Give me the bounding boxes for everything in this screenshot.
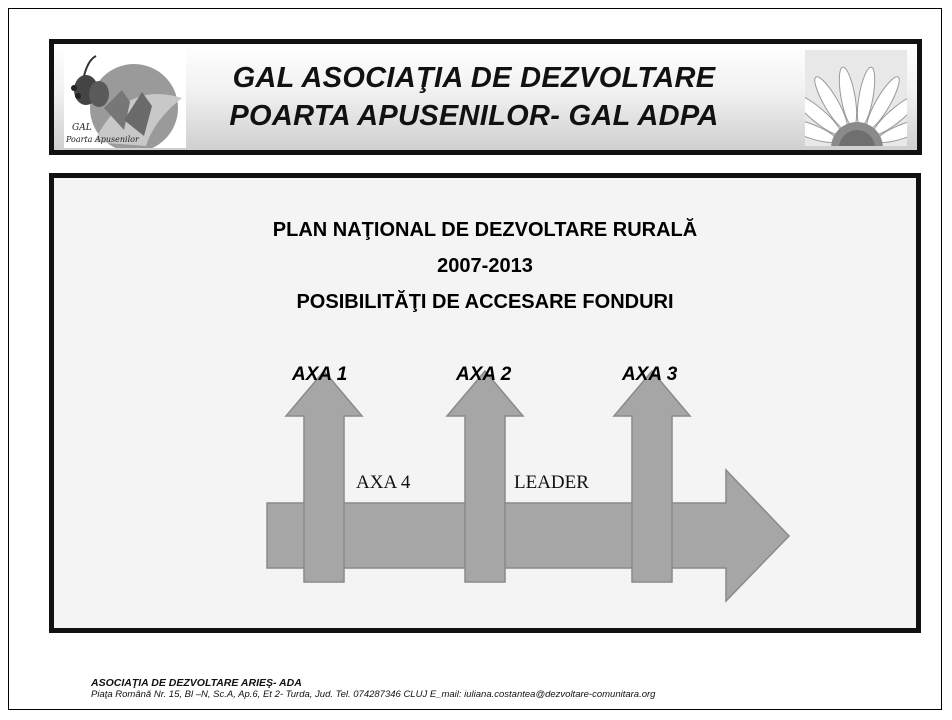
axa-3-arrow — [612, 369, 692, 583]
plan-years: 2007-2013 — [437, 255, 533, 277]
gal-logo: GAL Poarta Apusenilor — [64, 50, 186, 152]
flower-image — [805, 50, 907, 146]
footer-organization: ASOCIAŢIA DE DEZVOLTARE ARIEŞ- ADA — [91, 677, 302, 689]
plan-subtitle: POSIBILITĂŢI DE ACCESARE FONDURI — [296, 291, 674, 313]
logo-small-text: GAL — [72, 123, 92, 133]
footer-address: Piaţa Română Nr. 15, Bl –N, Sc.A, Ap.6, … — [91, 689, 656, 700]
header-title-line-2: POARTA APUSENILOR- GAL ADPA — [229, 100, 719, 132]
footer: ASOCIAŢIA DE DEZVOLTARE ARIEŞ- ADA Piaţa… — [91, 677, 655, 701]
leader-label: LEADER — [514, 472, 589, 493]
logo-caption-text: Poarta Apusenilor — [65, 135, 140, 144]
axa-2-arrow — [445, 369, 525, 583]
slide-page: GAL Poarta Apusenilor GAL ASOCIAŢIA DE D… — [8, 8, 942, 710]
axa-1-arrow — [284, 369, 364, 583]
axa-4-label: AXA 4 — [356, 472, 411, 493]
sunflower-icon — [805, 50, 907, 146]
header-title-line-1: GAL ASOCIAŢIA DE DEZVOLTARE — [232, 62, 716, 94]
plan-title: PLAN NAŢIONAL DE DEZVOLTARE RURALĂ — [272, 219, 698, 241]
content-panel: PLAN NAŢIONAL DE DEZVOLTARE RURALĂ 2007-… — [49, 173, 921, 633]
axa-3-label: AXA 3 — [621, 364, 678, 385]
axes-diagram: AXA 1 AXA 2 AXA 3 AXA 4 LEADER — [266, 364, 791, 603]
axa-1-label: AXA 1 — [291, 364, 347, 385]
header-banner: GAL Poarta Apusenilor GAL ASOCIAŢIA DE D… — [49, 39, 922, 155]
axa-2-label: AXA 2 — [455, 364, 512, 385]
gal-logo-graphic: GAL Poarta Apusenilor — [65, 55, 182, 152]
